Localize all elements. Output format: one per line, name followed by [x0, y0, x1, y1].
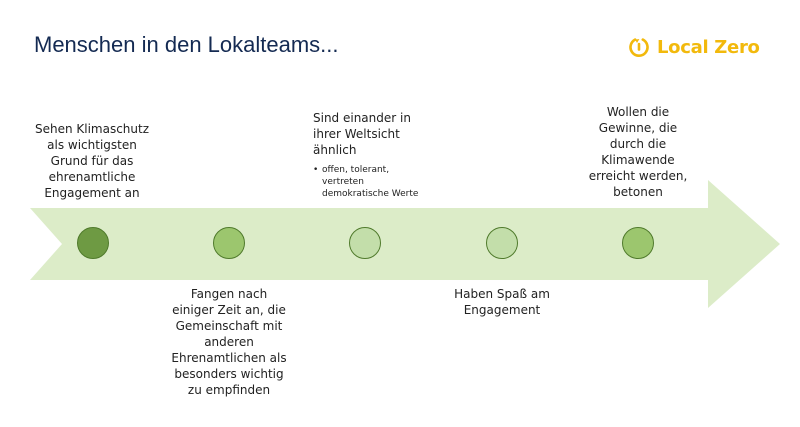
label-line: Haben Spaß am [454, 287, 550, 301]
timeline-dot-4 [486, 227, 518, 259]
timeline-dot-2 [213, 227, 245, 259]
label-line: anderen [204, 335, 254, 349]
label-line: ihrer Weltsicht [313, 127, 400, 141]
label-line: Klimawende [601, 153, 675, 167]
label-line: Gewinne, die [598, 121, 678, 135]
bullet-mark: • [313, 165, 319, 175]
slide-title: Menschen in den Lokalteams... [34, 32, 339, 57]
timeline-label-1: Sehen Klimaschutz als wichtigsten Grund … [22, 121, 162, 201]
label-line: Grund für das [50, 154, 134, 168]
local-zero-logo: Local Zero [627, 34, 760, 60]
label-line: Sehen Klimaschutz [34, 122, 150, 136]
timeline-label-3: Sind einander in ihrer Weltsicht ähnlich [313, 110, 433, 158]
label-line: Ehrenamtlichen als [171, 351, 287, 365]
timeline-label-2: Fangen nach einiger Zeit an, die Gemeins… [159, 286, 299, 398]
bullet-line: vertreten [322, 177, 364, 187]
timeline-label-3-bullet: • offen, tolerant, vertreten demokratisc… [313, 164, 443, 200]
label-line: Sind einander in [313, 111, 411, 125]
label-line: einiger Zeit an, die [172, 303, 286, 317]
timeline-dot-3 [349, 227, 381, 259]
label-line: Engagement [463, 303, 541, 317]
timeline-label-5: Wollen die Gewinne, die durch die Klimaw… [578, 104, 698, 200]
label-line: zu empfinden [187, 383, 271, 397]
label-line: ehrenamtliche [48, 170, 136, 184]
label-line: Fangen nach [190, 287, 268, 301]
label-line: als wichtigsten [47, 138, 137, 152]
label-line: betonen [613, 185, 663, 199]
label-line: Engagement an [44, 186, 140, 200]
label-line: besonders wichtig [174, 367, 284, 381]
label-line: erreicht werden, [588, 169, 688, 183]
label-line: Gemeinschaft mit [175, 319, 283, 333]
label-line: Wollen die [606, 105, 670, 119]
timeline-dot-5 [622, 227, 654, 259]
bullet-line: offen, tolerant, [322, 165, 390, 175]
logo-text: Local Zero [657, 36, 760, 58]
bullet-line: demokratische Werte [322, 189, 419, 199]
label-line: durch die [609, 137, 667, 151]
label-line: ähnlich [313, 143, 357, 157]
timeline-label-4: Haben Spaß am Engagement [432, 286, 572, 318]
power-refresh-icon [629, 38, 649, 57]
timeline-dot-1 [77, 227, 109, 259]
